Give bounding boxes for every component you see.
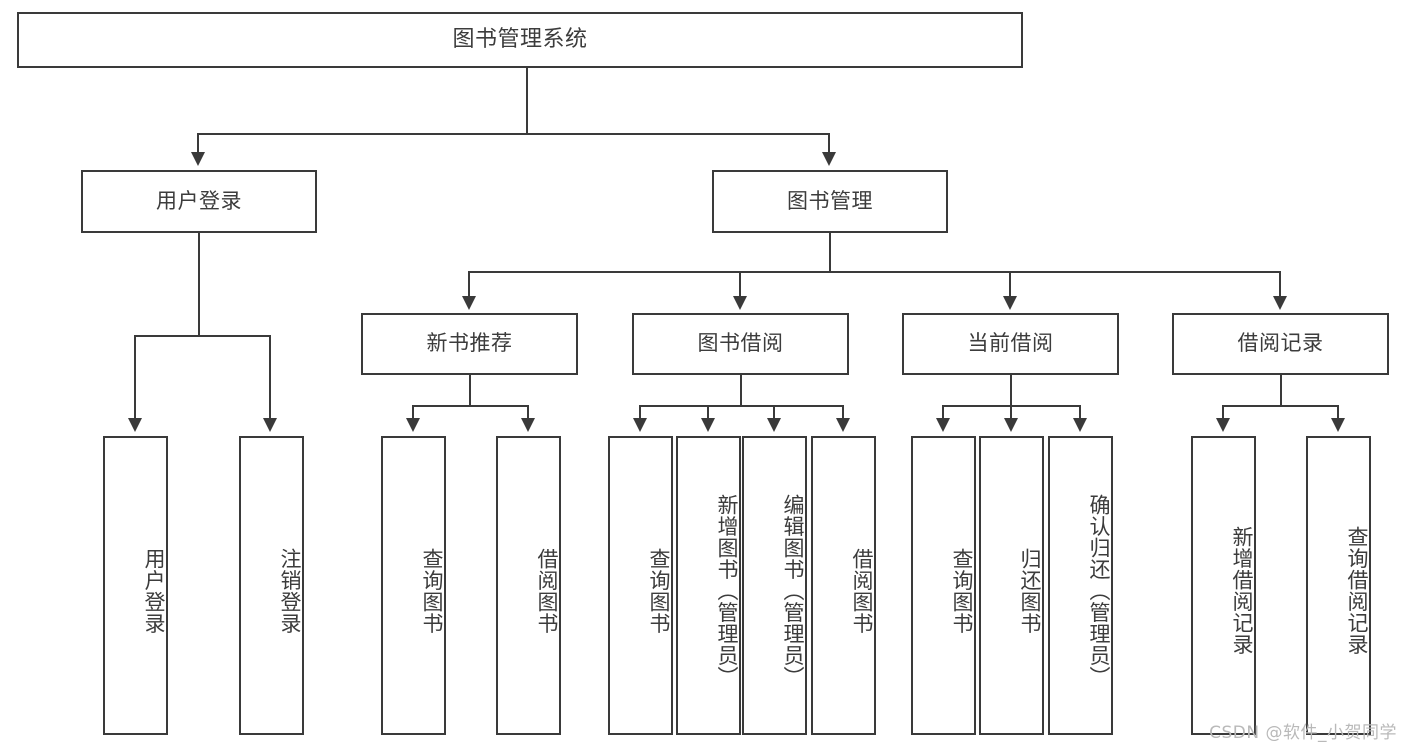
node-label: 图书借阅: [697, 331, 784, 356]
leaf-user-login-2[interactable]: 注销登录: [239, 436, 304, 735]
connector-borrow-record-to-leaf-2: [1337, 405, 1339, 420]
node-current-borrow[interactable]: 当前借阅: [902, 313, 1119, 375]
arrow-book-borrow-to-leaf-2: [701, 418, 715, 432]
csdn-watermark: CSDN @软件_小贺同学: [1209, 723, 1397, 743]
connector-user-login-to-leaf-2: [269, 335, 271, 420]
connector-current-borrow-to-leaf-2: [1010, 405, 1012, 420]
arrow-current-borrow-to-leaf-1: [936, 418, 950, 432]
connector-current-borrow-to-leaf-1: [942, 405, 944, 420]
arrow-borrow-record-to-leaf-1: [1216, 418, 1230, 432]
node-user-login[interactable]: 用户登录: [81, 170, 317, 233]
connector-book-borrow-stem: [740, 375, 742, 407]
connector-current-borrow-stem: [1010, 375, 1012, 407]
node-borrow-record[interactable]: 借阅记录: [1172, 313, 1389, 375]
connector-root-to-user-login: [197, 133, 199, 155]
connector-new-book-stem: [469, 375, 471, 407]
leaf-book-borrow-1[interactable]: 查询图书: [608, 436, 673, 735]
connector-user-login-bus: [134, 335, 271, 337]
node-label: 查询图书: [420, 547, 444, 634]
connector-bm-to-book-borrow: [739, 271, 741, 299]
connector-root-stem: [526, 68, 528, 134]
connector-book-borrow-to-leaf-1: [639, 405, 641, 420]
connector-bm-to-current-borrow: [1009, 271, 1011, 299]
node-label: 当前借阅: [967, 331, 1054, 356]
connector-borrow-record-bus: [1222, 405, 1339, 407]
arrow-bm-to-borrow-record: [1273, 296, 1287, 310]
connector-book-management-stem: [829, 233, 831, 273]
arrow-new-book-to-leaf-2: [521, 418, 535, 432]
connector-book-borrow-bus: [639, 405, 844, 407]
connector-user-login-to-leaf-1: [134, 335, 136, 420]
node-label: 查询图书: [647, 547, 671, 634]
leaf-current-borrow-3[interactable]: 确认归还（管理员）: [1048, 436, 1113, 735]
connector-bm-to-borrow-record: [1279, 271, 1281, 299]
arrow-borrow-record-to-leaf-2: [1331, 418, 1345, 432]
node-book-borrow[interactable]: 图书借阅: [632, 313, 849, 375]
node-root-book-management-system[interactable]: 图书管理系统: [17, 12, 1023, 68]
arrow-current-borrow-to-leaf-2: [1004, 418, 1018, 432]
leaf-book-borrow-3[interactable]: 编辑图书（管理员）: [742, 436, 807, 735]
node-label: 借阅图书: [850, 547, 874, 634]
node-label: 新增图书（管理员）: [715, 493, 739, 688]
connector-bm-to-new-book: [468, 271, 470, 299]
arrow-current-borrow-to-leaf-3: [1073, 418, 1087, 432]
node-label: 查询图书: [950, 547, 974, 634]
leaf-user-login-1[interactable]: 用户登录: [103, 436, 168, 735]
leaf-new-book-1[interactable]: 查询图书: [381, 436, 446, 735]
connector-borrow-record-to-leaf-1: [1222, 405, 1224, 420]
connector-root-to-book-management: [828, 133, 830, 155]
arrow-bm-to-new-book: [462, 296, 476, 310]
node-label: 确认归还（管理员）: [1087, 493, 1111, 688]
leaf-new-book-2[interactable]: 借阅图书: [496, 436, 561, 735]
connector-new-book-to-leaf-1: [412, 405, 414, 420]
node-book-management[interactable]: 图书管理: [712, 170, 948, 233]
leaf-borrow-record-1[interactable]: 新增借阅记录: [1191, 436, 1256, 735]
node-label: 借阅记录: [1237, 331, 1324, 356]
connector-book-management-bus: [468, 271, 1281, 273]
node-label: 编辑图书（管理员）: [781, 493, 805, 688]
arrow-root-to-user-login: [191, 152, 205, 166]
node-label: 新增借阅记录: [1230, 526, 1254, 655]
arrow-user-login-to-leaf-2: [263, 418, 277, 432]
connector-new-book-to-leaf-2: [527, 405, 529, 420]
arrow-book-borrow-to-leaf-3: [767, 418, 781, 432]
arrow-user-login-to-leaf-1: [128, 418, 142, 432]
leaf-current-borrow-2[interactable]: 归还图书: [979, 436, 1044, 735]
connector-current-borrow-to-leaf-3: [1079, 405, 1081, 420]
leaf-book-borrow-4[interactable]: 借阅图书: [811, 436, 876, 735]
leaf-book-borrow-2[interactable]: 新增图书（管理员）: [676, 436, 741, 735]
node-label: 注销登录: [278, 547, 302, 634]
arrow-bm-to-book-borrow: [733, 296, 747, 310]
node-label: 新书推荐: [426, 331, 513, 356]
node-label: 归还图书: [1018, 547, 1042, 634]
node-label: 图书管理: [787, 188, 873, 213]
connector-book-borrow-to-leaf-3: [773, 405, 775, 420]
connector-user-login-stem: [198, 233, 200, 337]
connector-new-book-bus: [412, 405, 529, 407]
arrow-book-borrow-to-leaf-4: [836, 418, 850, 432]
arrow-root-to-book-management: [822, 152, 836, 166]
connector-book-borrow-to-leaf-2: [707, 405, 709, 420]
connector-root-bus: [197, 133, 830, 135]
node-label: 借阅图书: [535, 547, 559, 634]
leaf-current-borrow-1[interactable]: 查询图书: [911, 436, 976, 735]
connector-book-borrow-to-leaf-4: [842, 405, 844, 420]
node-label: 查询借阅记录: [1345, 526, 1369, 655]
arrow-new-book-to-leaf-1: [406, 418, 420, 432]
connector-borrow-record-stem: [1280, 375, 1282, 407]
node-label: 用户登录: [156, 188, 242, 213]
node-new-book-recommend[interactable]: 新书推荐: [361, 313, 578, 375]
leaf-borrow-record-2[interactable]: 查询借阅记录: [1306, 436, 1371, 735]
arrow-book-borrow-to-leaf-1: [633, 418, 647, 432]
node-label: 图书管理系统: [452, 26, 588, 52]
node-label: 用户登录: [142, 547, 166, 634]
arrow-bm-to-current-borrow: [1003, 296, 1017, 310]
